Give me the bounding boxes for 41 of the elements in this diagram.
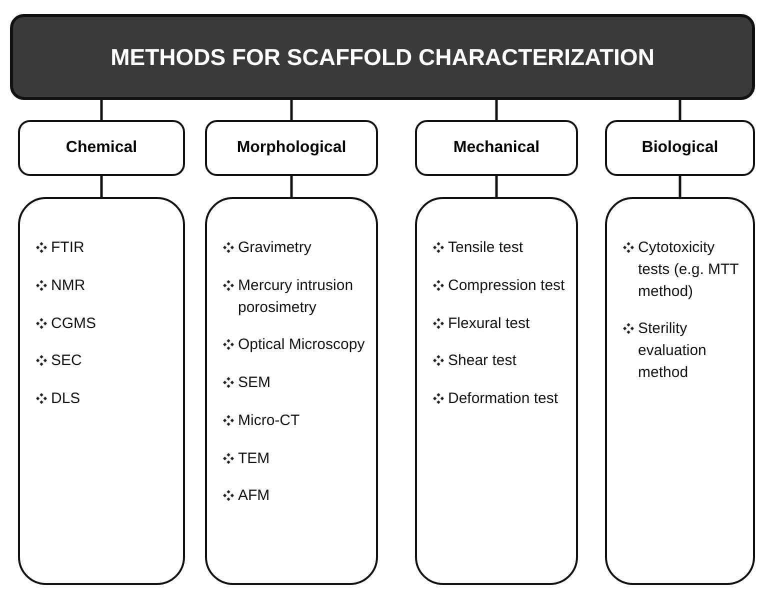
connector-line — [495, 176, 498, 197]
category-box — [605, 120, 755, 176]
method-list-box — [605, 197, 755, 585]
connector-line — [290, 176, 293, 197]
method-item: Flexural test — [448, 314, 530, 334]
connector-line — [100, 100, 103, 120]
method-item: Deformation test — [448, 389, 558, 409]
connector-line — [495, 100, 498, 120]
category-label: Chemical — [66, 139, 138, 157]
method-item: SEC — [51, 351, 82, 372]
category-box — [18, 120, 185, 176]
method-item: SEM — [238, 373, 271, 393]
method-item: Mercury intrusion porosimetry — [238, 276, 354, 318]
method-item: FTIR — [51, 238, 84, 258]
connector-line — [678, 176, 682, 197]
connector-line — [100, 176, 103, 197]
connector-line — [678, 100, 682, 120]
category-box — [415, 120, 578, 176]
title-banner — [10, 14, 755, 100]
method-item: Optical Microscopy — [238, 335, 365, 356]
method-item: TEM — [238, 448, 270, 468]
method-item: Tensile test — [448, 238, 524, 258]
method-item: AFM — [238, 486, 270, 506]
method-item: Shear test — [448, 351, 516, 372]
title-text: METHODS FOR SCAFFOLD CHARACTERIZATION — [110, 44, 654, 70]
method-item: NMR — [51, 276, 86, 296]
category-box — [205, 120, 378, 176]
method-list-box — [415, 197, 578, 585]
category-label: Biological — [642, 139, 718, 157]
method-item: Compression test — [448, 276, 565, 296]
method-item: Cytotoxicity tests (e.g. MTT method) — [638, 238, 740, 302]
method-item: Gravimetry — [238, 238, 312, 258]
method-item: Micro-CT — [238, 410, 300, 431]
method-item: DLS — [51, 389, 80, 409]
method-item: CGMS — [51, 314, 96, 334]
connector-line — [290, 100, 293, 120]
category-label: Mechanical — [453, 139, 540, 157]
method-list-box — [205, 197, 378, 585]
category-label: Morphological — [236, 139, 346, 157]
method-list-box — [18, 197, 185, 585]
method-item: Sterility evaluation method — [638, 319, 708, 383]
